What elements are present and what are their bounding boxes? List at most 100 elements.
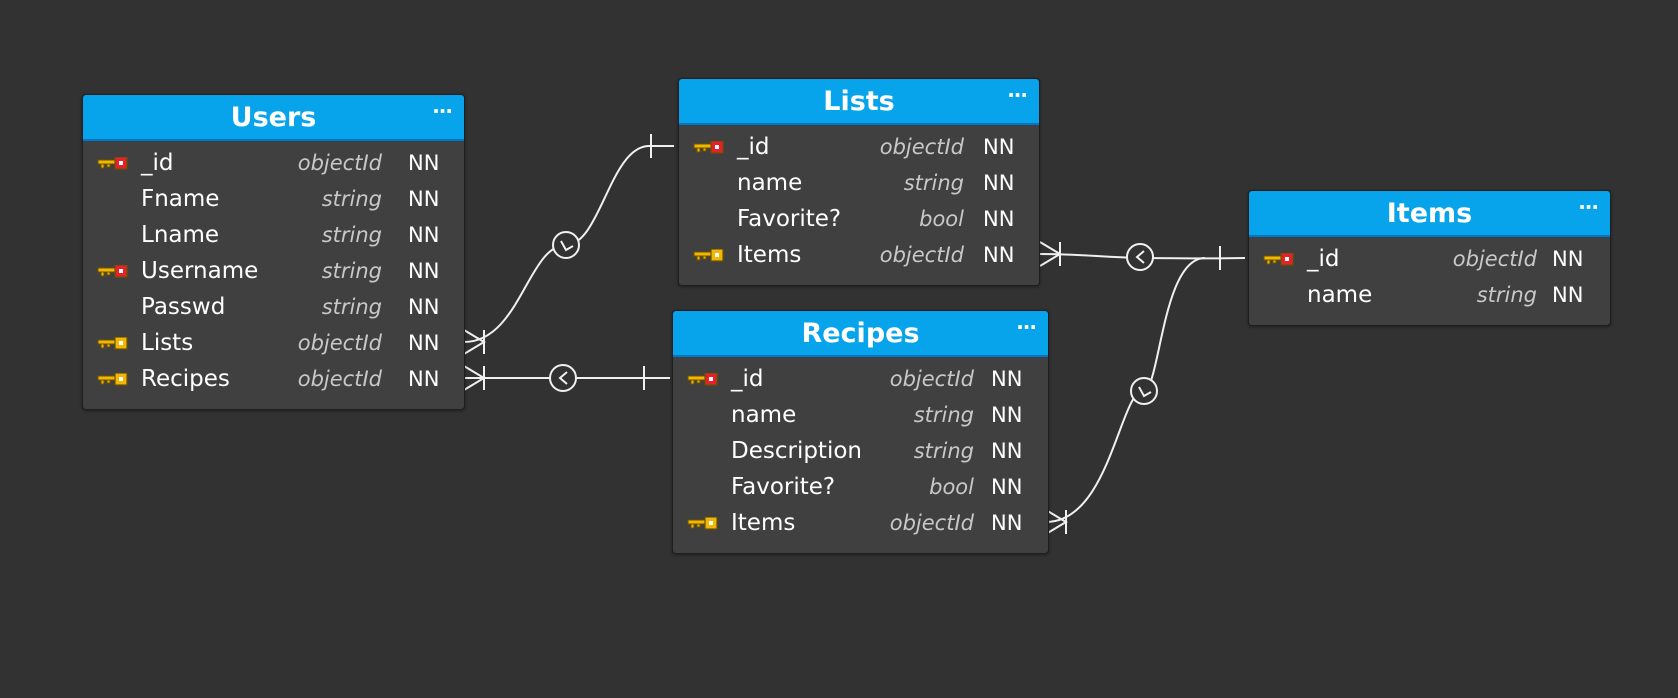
field-name: Fname (141, 186, 220, 212)
table-title: Items (1386, 198, 1473, 229)
table-title: Users (230, 102, 317, 133)
field-name: Favorite? (731, 474, 836, 500)
not-null-flag: NN (408, 259, 440, 283)
rel-users-lists[interactable] (463, 134, 674, 355)
field-row[interactable]: Items objectId NN (679, 237, 1039, 273)
primary-key-icon (97, 156, 129, 175)
field-list: _id objectId NN name string NN Favorite?… (679, 125, 1039, 285)
field-row[interactable]: Passwd string NN (83, 289, 464, 325)
field-type: objectId (1452, 247, 1537, 271)
field-name: name (731, 402, 797, 428)
foreign-key-icon (693, 248, 725, 267)
field-row[interactable]: _id objectId NN (673, 361, 1048, 397)
not-null-flag: NN (991, 439, 1023, 463)
not-null-flag: NN (1552, 247, 1584, 271)
field-name: name (737, 170, 803, 196)
field-name: Description (731, 438, 862, 464)
table-header[interactable]: Recipes ··· (673, 311, 1048, 357)
field-name: Recipes (141, 366, 230, 392)
field-row[interactable]: Lists objectId NN (83, 325, 464, 361)
field-name: Lists (141, 330, 194, 356)
not-null-flag: NN (983, 243, 1015, 267)
primary-key-icon (693, 140, 725, 159)
primary-key-icon (687, 372, 719, 391)
not-null-flag: NN (991, 475, 1023, 499)
field-type: objectId (297, 151, 382, 175)
field-name: Items (737, 242, 802, 268)
field-type: objectId (879, 243, 964, 267)
field-row[interactable]: name string NN (673, 397, 1048, 433)
field-type: objectId (889, 511, 974, 535)
rel-recipes-items[interactable] (1045, 257, 1206, 535)
rel-lists-items[interactable] (1037, 241, 1246, 271)
not-null-flag: NN (983, 171, 1015, 195)
field-type: string (321, 187, 382, 211)
field-row[interactable]: Fname string NN (83, 181, 464, 217)
field-row[interactable]: _id objectId NN (1249, 241, 1610, 277)
field-name: _id (731, 366, 764, 392)
foreign-key-icon (687, 516, 719, 535)
primary-key-icon (97, 264, 129, 283)
not-null-flag: NN (408, 187, 440, 211)
field-row[interactable]: Favorite? bool NN (679, 201, 1039, 237)
field-row[interactable]: _id objectId NN (679, 129, 1039, 165)
table-items[interactable]: Items ··· _id objectId NN name string NN (1248, 190, 1611, 326)
not-null-flag: NN (983, 207, 1015, 231)
table-header[interactable]: Lists ··· (679, 79, 1039, 125)
field-type: objectId (297, 331, 382, 355)
field-type: string (1476, 283, 1537, 307)
field-row[interactable]: Recipes objectId NN (83, 361, 464, 397)
not-null-flag: NN (1552, 283, 1584, 307)
field-type: string (903, 171, 964, 195)
field-row[interactable]: name string NN (679, 165, 1039, 201)
field-type: bool (919, 207, 964, 231)
field-row[interactable]: Items objectId NN (673, 505, 1048, 541)
field-name: _id (1307, 246, 1340, 272)
not-null-flag: NN (991, 511, 1023, 535)
not-null-flag: NN (408, 367, 440, 391)
field-row[interactable]: Favorite? bool NN (673, 469, 1048, 505)
field-row[interactable]: Lname string NN (83, 217, 464, 253)
field-list: _id objectId NN name string NN Descripti… (673, 357, 1048, 553)
table-title: Lists (823, 86, 895, 117)
field-type: string (913, 439, 974, 463)
field-name: Passwd (141, 294, 226, 320)
rel-users-recipes[interactable] (463, 364, 670, 392)
field-name: Lname (141, 222, 220, 248)
table-header[interactable]: Items ··· (1249, 191, 1610, 237)
table-title: Recipes (801, 318, 920, 349)
not-null-flag: NN (991, 403, 1023, 427)
not-null-flag: NN (408, 295, 440, 319)
table-menu-button[interactable]: ··· (432, 99, 453, 123)
field-type: objectId (879, 135, 964, 159)
table-header[interactable]: Users ··· (83, 95, 464, 141)
field-row[interactable]: name string NN (1249, 277, 1610, 313)
field-type: string (321, 295, 382, 319)
field-name: name (1307, 282, 1373, 308)
field-row[interactable]: Username string NN (83, 253, 464, 289)
table-menu-button[interactable]: ··· (1007, 83, 1028, 107)
table-recipes[interactable]: Recipes ··· _id objectId NN name string … (672, 310, 1049, 554)
not-null-flag: NN (991, 367, 1023, 391)
field-type: string (913, 403, 974, 427)
foreign-key-icon (97, 372, 129, 391)
field-name: _id (141, 150, 174, 176)
table-users[interactable]: Users ··· _id objectId NN Fname string N… (82, 94, 465, 410)
table-menu-button[interactable]: ··· (1578, 195, 1599, 219)
field-list: _id objectId NN Fname string NN Lname st… (83, 141, 464, 409)
foreign-key-icon (97, 336, 129, 355)
field-type: objectId (889, 367, 974, 391)
table-menu-button[interactable]: ··· (1016, 315, 1037, 339)
not-null-flag: NN (983, 135, 1015, 159)
field-type: string (321, 223, 382, 247)
field-row[interactable]: Description string NN (673, 433, 1048, 469)
field-name: _id (737, 134, 770, 160)
field-row[interactable]: _id objectId NN (83, 145, 464, 181)
field-name: Items (731, 510, 796, 536)
primary-key-icon (1263, 252, 1295, 271)
field-type: objectId (297, 367, 382, 391)
not-null-flag: NN (408, 331, 440, 355)
table-lists[interactable]: Lists ··· _id objectId NN name string NN… (678, 78, 1040, 286)
field-name: Username (141, 258, 259, 284)
